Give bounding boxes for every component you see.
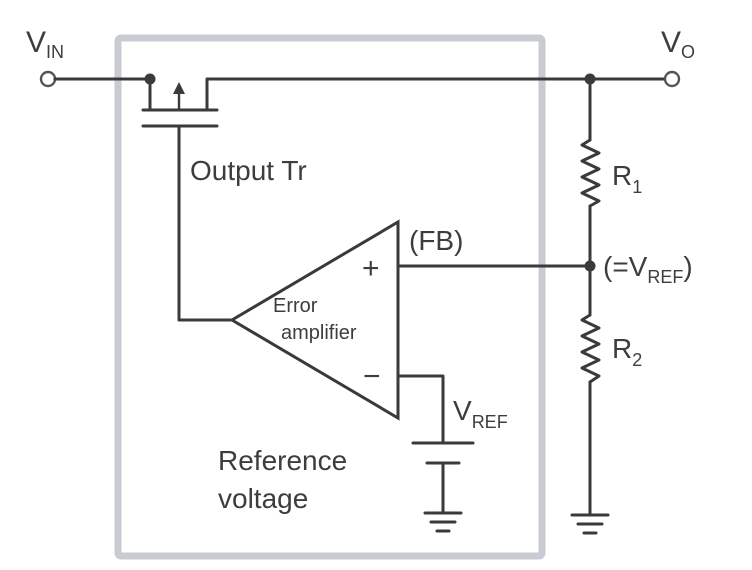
reference-voltage-label-line1: Reference [218,445,347,476]
arrow-up-icon [173,82,185,94]
vo-label: VO [661,26,695,62]
battery-icon [411,441,475,465]
eq-vref-label: (=VREF) [603,251,693,287]
r2-label: R2 [612,333,642,370]
vref-label: VREF [453,395,508,432]
error-amplifier-label-line2: amplifier [281,322,357,344]
ic-boundary-box [114,34,546,560]
gate-wire [177,124,234,322]
output-transistor-symbol [141,77,592,128]
error-amplifier-label-line1: Error [273,295,318,317]
vin-label: VIN [26,26,64,62]
plus-sign: + [362,252,380,285]
vo-terminal [663,70,681,88]
r1-label: R1 [612,160,642,197]
vref-wire [396,374,445,445]
output-tr-label: Output Tr [190,155,307,186]
reference-voltage-label-line2: voltage [218,483,308,514]
r1-resistor-symbol [580,138,601,208]
divider-ground-icon [570,513,610,535]
r2-resistor-symbol [580,313,601,384]
reference-ground-icon [423,511,463,533]
vin-terminal [39,70,57,88]
error-amplifier-symbol [229,219,400,421]
fb-label: (FB) [409,225,463,256]
minus-sign: − [363,360,381,393]
